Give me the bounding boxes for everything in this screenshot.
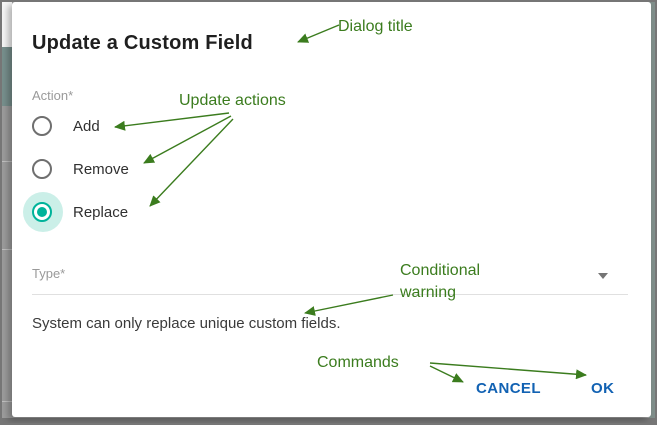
- radio-option-remove[interactable]: Remove: [32, 158, 129, 180]
- update-custom-field-dialog: [12, 2, 651, 417]
- type-select-field[interactable]: Type*: [32, 262, 628, 295]
- radio-circle-add[interactable]: [32, 116, 52, 136]
- page-background-line: [2, 249, 12, 250]
- radio-label-remove: Remove: [73, 160, 129, 178]
- dialog-title: Update a Custom Field: [32, 32, 253, 54]
- cancel-button[interactable]: CANCEL: [472, 378, 545, 399]
- radio-label-replace: Replace: [73, 203, 129, 221]
- field-underline: [32, 294, 628, 295]
- page-background-line: [2, 401, 12, 402]
- page-background-right: [649, 2, 655, 423]
- page-background-left-top: [2, 2, 12, 47]
- radio-option-add[interactable]: Add: [32, 115, 100, 137]
- page-background-line: [2, 161, 12, 162]
- type-label: Type*: [32, 266, 66, 281]
- ok-button[interactable]: OK: [587, 378, 618, 399]
- conditional-warning-text: System can only replace unique custom fi…: [32, 315, 341, 332]
- radio-option-replace[interactable]: Replace: [32, 201, 128, 223]
- action-label: Action*: [32, 88, 74, 103]
- radio-circle-replace[interactable]: [32, 202, 52, 222]
- page-background-bottom: [2, 418, 655, 423]
- radio-label-add: Add: [73, 117, 100, 135]
- radio-circle-remove[interactable]: [32, 159, 52, 179]
- page-background-left-teal: [2, 47, 12, 106]
- chevron-down-icon[interactable]: [598, 273, 608, 279]
